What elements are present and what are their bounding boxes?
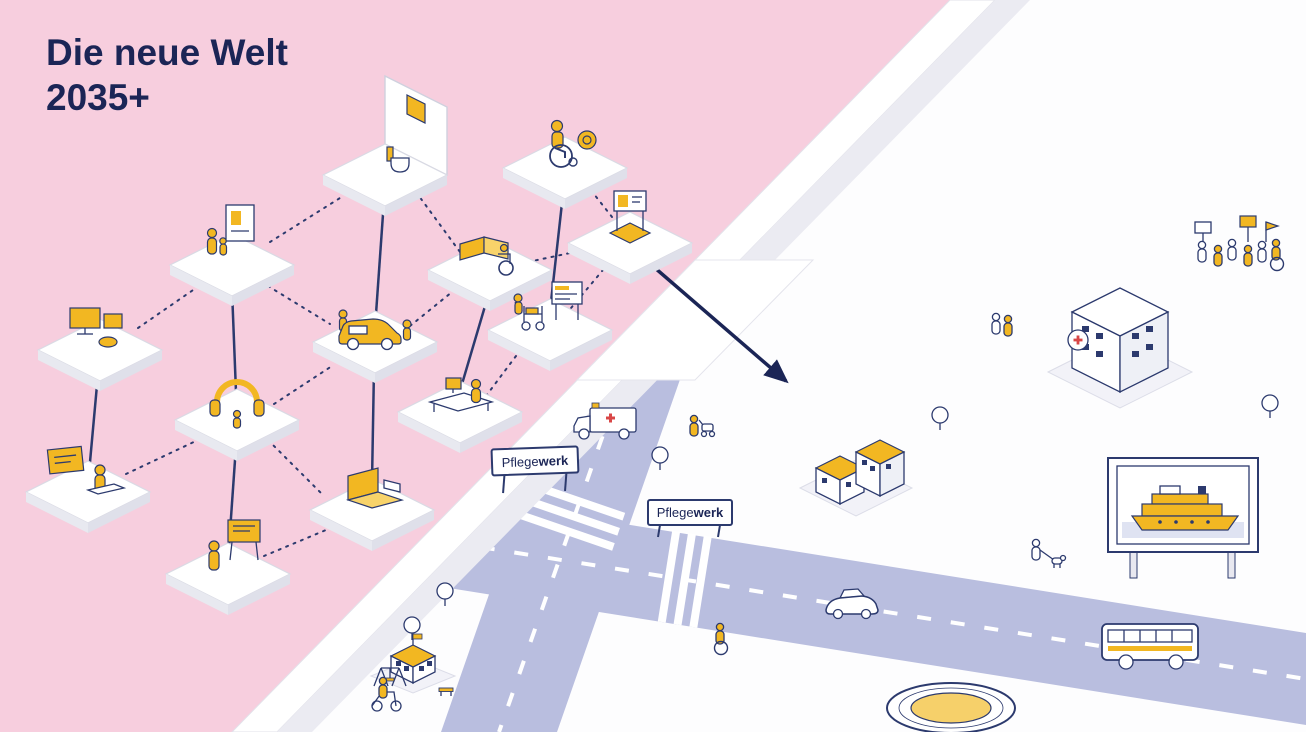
- red-cross-icon: [1067, 329, 1089, 351]
- wheelchair-icon: [549, 119, 597, 168]
- node-rollator-signpost: [487, 281, 613, 372]
- open-book-icon: [459, 236, 514, 276]
- training-card-icon: [46, 445, 127, 495]
- pflegewerk-sign-2-text: Pflegewerk: [657, 505, 724, 520]
- node-wheelchair-reading: [427, 236, 553, 312]
- care-facility: [798, 439, 914, 517]
- title-line-2: 2035+: [46, 77, 150, 119]
- node-family-picture: [169, 204, 295, 307]
- car-sharing-icon: [338, 309, 412, 351]
- title-line-1: Die neue Welt: [46, 32, 288, 73]
- wall-gap: [575, 259, 815, 381]
- flipchart-icon: [208, 519, 261, 571]
- picture-frame-icon: [206, 204, 255, 256]
- headphones-icon: [209, 379, 265, 429]
- left-scene: [25, 74, 693, 616]
- pedestrians: [689, 312, 1067, 654]
- smart-bathroom-icon: [386, 94, 426, 173]
- transition-arrow: [638, 253, 789, 384]
- pflegewerk-sign-1-text: Pflegewerk: [501, 453, 569, 470]
- node-wheelchair-mobility: [502, 119, 628, 210]
- pflegewerk-sign-1: Pflegewerk: [490, 445, 580, 494]
- school-playground: [369, 633, 457, 696]
- node-smart-bathroom: [322, 74, 448, 217]
- pflegewerk-sign-2: Pflegewerk: [647, 499, 733, 538]
- pillar-lines: [88, 193, 565, 547]
- walker: [1003, 314, 1013, 337]
- node-headphones-audio: [174, 379, 300, 462]
- node-digital-training: [25, 445, 151, 534]
- tv-screens-icon: [69, 307, 123, 348]
- office-desk-icon: [427, 377, 495, 412]
- city-bus: [1101, 623, 1199, 670]
- node-media-screens: [37, 307, 163, 392]
- ambulance: [573, 402, 637, 440]
- goal-sign-icon: [608, 190, 652, 244]
- main-road-centerline: [497, 371, 627, 732]
- rollator-sign-icon: [513, 281, 583, 331]
- page-title: Die neue Welt 2035+: [46, 30, 288, 120]
- node-car-sharing: [312, 309, 438, 384]
- running-track: [886, 682, 1016, 732]
- crosswalk-cross-road: [657, 530, 712, 628]
- scooter-rider: [371, 676, 402, 712]
- cruise-billboard: [1107, 457, 1259, 579]
- bench-icon: [438, 687, 454, 696]
- laptop-icon: [345, 467, 405, 509]
- school-flag-icon: [412, 633, 423, 640]
- node-goal-sign: [567, 190, 693, 285]
- car: [825, 588, 879, 620]
- hospital: [1046, 287, 1194, 409]
- dog-walker: [1031, 538, 1067, 568]
- protest-group: [1194, 215, 1284, 271]
- node-presentation: [165, 519, 291, 616]
- right-scene: Pflegewerk Pflegewerk: [369, 215, 1284, 732]
- node-office-workplace: [397, 377, 523, 454]
- node-laptop-work: [309, 467, 435, 552]
- cruise-ship-icon: [1130, 485, 1240, 531]
- stroller-pedestrian: [689, 414, 716, 438]
- walker: [991, 312, 1001, 335]
